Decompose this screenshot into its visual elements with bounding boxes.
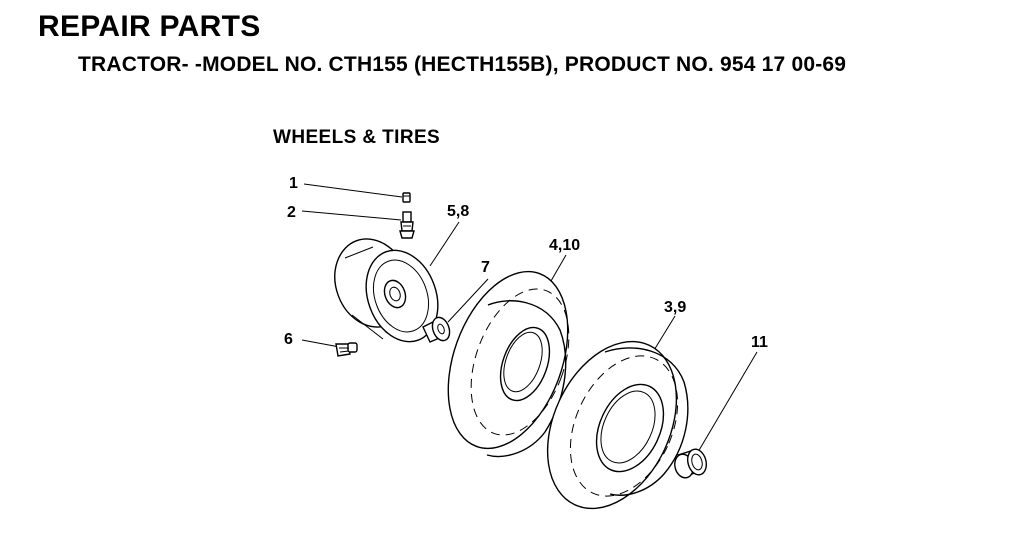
bolt-part xyxy=(335,342,358,357)
washer-part xyxy=(422,316,451,343)
model-subtitle: TRACTOR- -MODEL NO. CTH155 (HECTH155B), … xyxy=(78,53,847,76)
callout-7: 7 xyxy=(481,259,490,276)
bushing-part xyxy=(674,448,708,479)
section-title: WHEELS & TIRES xyxy=(273,127,441,148)
front-tire-part xyxy=(546,340,689,510)
page-title: REPAIR PARTS xyxy=(38,10,261,43)
callout-1: 1 xyxy=(289,175,298,192)
callout-5-8: 5,8 xyxy=(447,203,469,220)
callout-4-10: 4,10 xyxy=(549,237,580,254)
valve-stem-part xyxy=(399,211,415,239)
callout-2: 2 xyxy=(287,204,296,221)
valve-cap-part xyxy=(402,192,411,203)
callout-11: 11 xyxy=(751,334,768,351)
callout-3-9: 3,9 xyxy=(664,299,686,316)
rear-tire-part xyxy=(447,270,570,458)
callout-6: 6 xyxy=(284,331,293,348)
wheel-rim-part xyxy=(334,238,439,343)
